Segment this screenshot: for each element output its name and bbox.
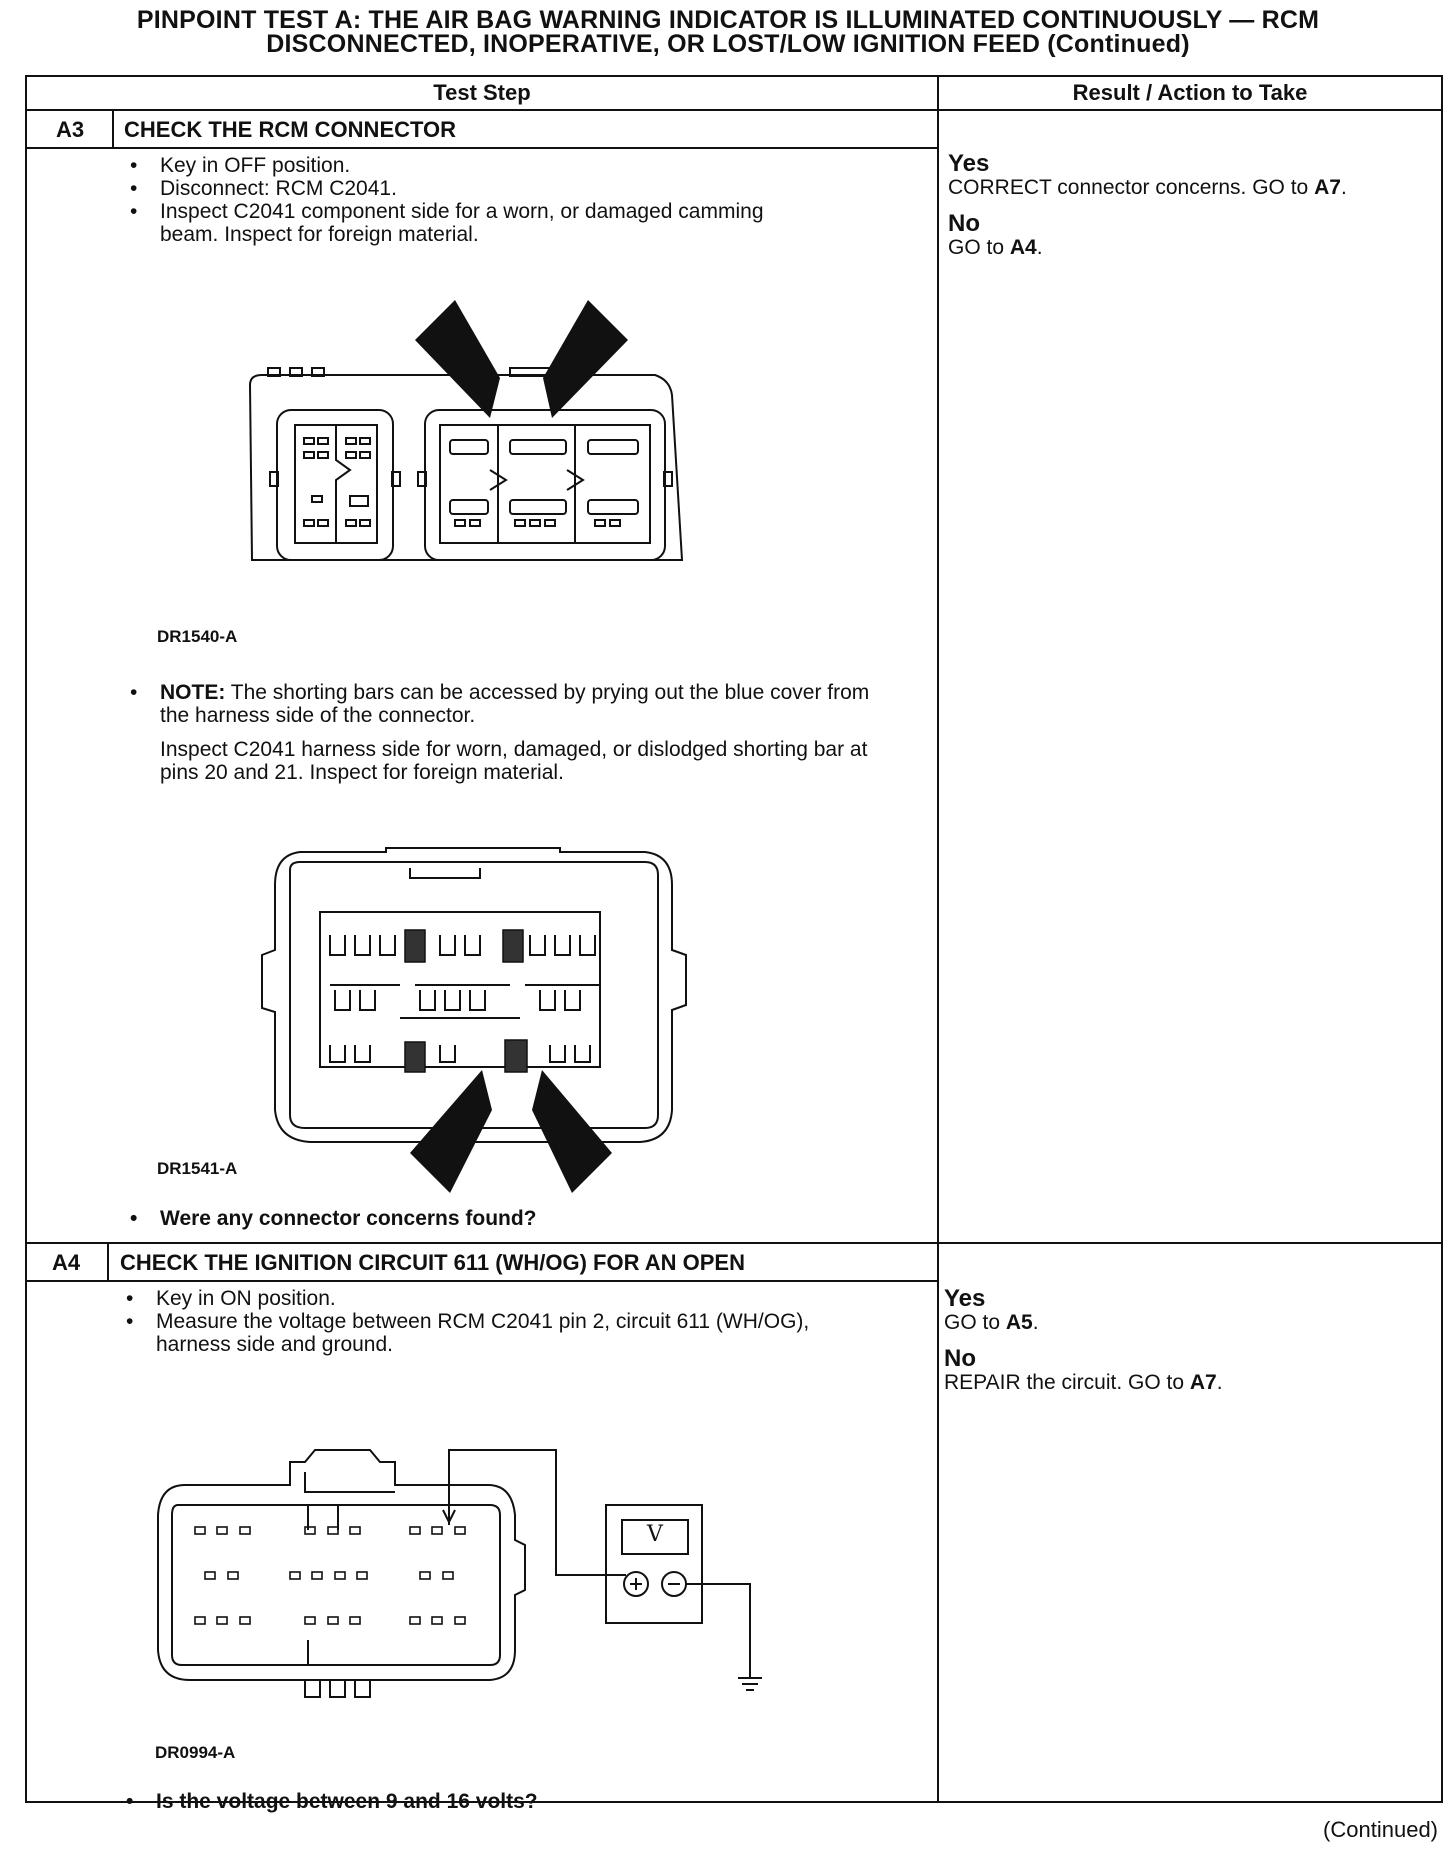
- column-header-test-step: Test Step: [433, 80, 531, 105]
- figure-label-dr0994: DR0994-A: [155, 1743, 236, 1762]
- column-header-result: Result / Action to Take: [1072, 80, 1308, 105]
- step-a3-note: • NOTE: The shorting bars can be accesse…: [124, 681, 900, 727]
- step-a3-question: • Were any connector concerns found?: [124, 1207, 537, 1230]
- list-item: Key in ON position.: [120, 1287, 860, 1310]
- a4-no-action: REPAIR the circuit. GO to A7.: [944, 1371, 1223, 1395]
- a4-no-ref: A7: [1189, 1371, 1217, 1394]
- title-line-1: PINPOINT TEST A: THE AIR BAG WARNING IND…: [136, 6, 1320, 34]
- step-a4-question: • Is the voltage between 9 and 16 volts?: [120, 1790, 538, 1813]
- list-item: Disconnect: RCM C2041.: [124, 177, 824, 200]
- step-a3-bullets: Key in OFF position. Disconnect: RCM C20…: [124, 154, 824, 246]
- bullet-glyph: •: [126, 1790, 134, 1813]
- bullet-glyph: •: [130, 681, 138, 704]
- continued-footer: (Continued): [1323, 1817, 1438, 1842]
- step-a3-id: A3: [56, 117, 85, 142]
- a4-yes-action: GO to A5.: [944, 1311, 1039, 1335]
- a4-no-period: .: [1216, 1371, 1223, 1394]
- a3-no-text: GO to: [948, 236, 1010, 259]
- a3-no-period: .: [1036, 236, 1043, 259]
- a4-yes-text: GO to: [944, 1311, 1006, 1334]
- a4-yes-label: Yes: [944, 1285, 986, 1312]
- figure-label-dr1540: DR1540-A: [157, 627, 238, 646]
- a3-yes-action: CORRECT connector concerns. GO to A7.: [948, 176, 1347, 200]
- a3-yes-ref: A7: [1314, 176, 1341, 199]
- list-item: Inspect C2041 component side for a worn,…: [124, 200, 824, 246]
- a3-no-ref: A4: [1009, 236, 1037, 259]
- a3-no-label: No: [948, 210, 980, 237]
- note-label: NOTE:: [160, 681, 226, 704]
- a3-no-action: GO to A4.: [948, 236, 1043, 260]
- a3-yes-text: CORRECT connector concerns. GO to: [948, 176, 1315, 199]
- page-title: PINPOINT TEST A: THE AIR BAG WARNING IND…: [20, 6, 1436, 58]
- a3-yes-period: .: [1340, 176, 1347, 199]
- step-a4-bullets: Key in ON position. Measure the voltage …: [120, 1287, 860, 1356]
- a4-no-label: No: [944, 1345, 976, 1372]
- question-text: Is the voltage between 9 and 16 volts?: [156, 1790, 538, 1813]
- list-item: Key in OFF position.: [124, 154, 824, 177]
- a4-yes-period: .: [1032, 1311, 1039, 1334]
- step-a3-note-follow: Inspect C2041 harness side for worn, dam…: [160, 738, 868, 784]
- meter-voltage-symbol: V: [647, 1522, 663, 1547]
- a3-yes-label: Yes: [948, 150, 990, 177]
- title-line-2: DISCONNECTED, INOPERATIVE, OR LOST/LOW I…: [266, 30, 1190, 58]
- step-a3-title: CHECK THE RCM CONNECTOR: [124, 117, 457, 142]
- a4-no-text: REPAIR the circuit. GO to: [944, 1371, 1190, 1394]
- list-item: Measure the voltage between RCM C2041 pi…: [120, 1310, 860, 1356]
- question-text: Were any connector concerns found?: [160, 1207, 537, 1230]
- figure-label-dr1541: DR1541-A: [157, 1159, 238, 1178]
- a4-yes-ref: A5: [1005, 1311, 1033, 1334]
- bullet-glyph: •: [130, 1207, 138, 1230]
- step-a4-title: CHECK THE IGNITION CIRCUIT 611 (WH/OG) F…: [120, 1250, 745, 1275]
- note-text: The shorting bars can be accessed by pry…: [160, 681, 870, 727]
- step-a4-id: A4: [52, 1250, 81, 1275]
